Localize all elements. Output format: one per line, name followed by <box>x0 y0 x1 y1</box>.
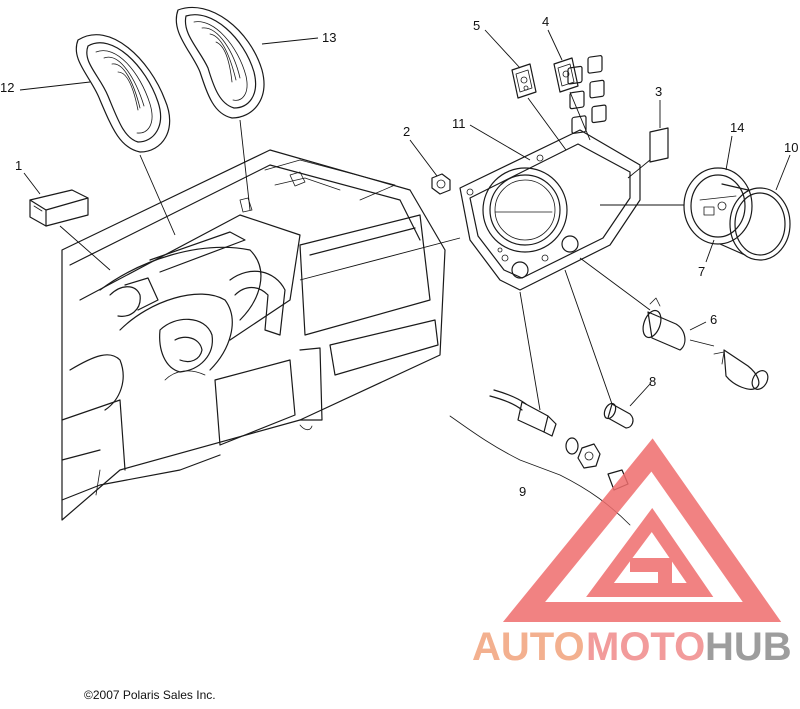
part-11-instrument-panel <box>459 55 641 291</box>
part-1-connector <box>29 189 89 227</box>
part-13-grip-pad <box>175 6 265 119</box>
part-14-gauge <box>683 167 753 245</box>
part-6-lamp <box>713 349 769 390</box>
automotohub-watermark-logo: AUTO MOTO HUB <box>472 438 792 669</box>
callout-6: 6 <box>710 312 717 327</box>
callout-10: 10 <box>784 140 798 155</box>
callout-2: 2 <box>403 124 410 139</box>
watermark-triangle-inner <box>586 507 714 597</box>
part-4-switch <box>553 57 579 93</box>
callout-8: 8 <box>649 374 656 389</box>
dashboard-body <box>61 149 446 521</box>
callout-5: 5 <box>473 18 480 33</box>
watermark-text-moto: MOTO <box>586 625 705 669</box>
callout-13: 13 <box>322 30 336 45</box>
copyright-notice: ©2007 Polaris Sales Inc. <box>84 688 216 702</box>
part-2-nut <box>431 173 451 195</box>
callout-3: 3 <box>655 84 662 99</box>
part-5-switch <box>511 63 537 99</box>
callout-11: 11 <box>452 116 466 131</box>
callout-1: 1 <box>15 158 22 173</box>
part-10-gauge-bezel <box>719 183 791 261</box>
callout-14: 14 <box>730 120 744 135</box>
part-3-label <box>649 127 669 163</box>
callout-9: 9 <box>519 484 526 499</box>
watermark-text-hub: HUB <box>705 625 792 669</box>
part-6-socket <box>642 297 686 351</box>
part-12-grip-pad <box>75 34 171 153</box>
leader-lines <box>19 29 791 411</box>
callout-4: 4 <box>542 14 549 29</box>
watermark-triangle <box>502 438 782 622</box>
callout-12: 12 <box>0 80 14 95</box>
part-8-bulb <box>603 402 634 429</box>
callout-labels: 1 2 3 4 5 6 7 8 9 10 11 12 13 14 <box>0 14 798 499</box>
callout-7: 7 <box>698 264 705 279</box>
watermark-text-auto: AUTO <box>472 625 585 669</box>
